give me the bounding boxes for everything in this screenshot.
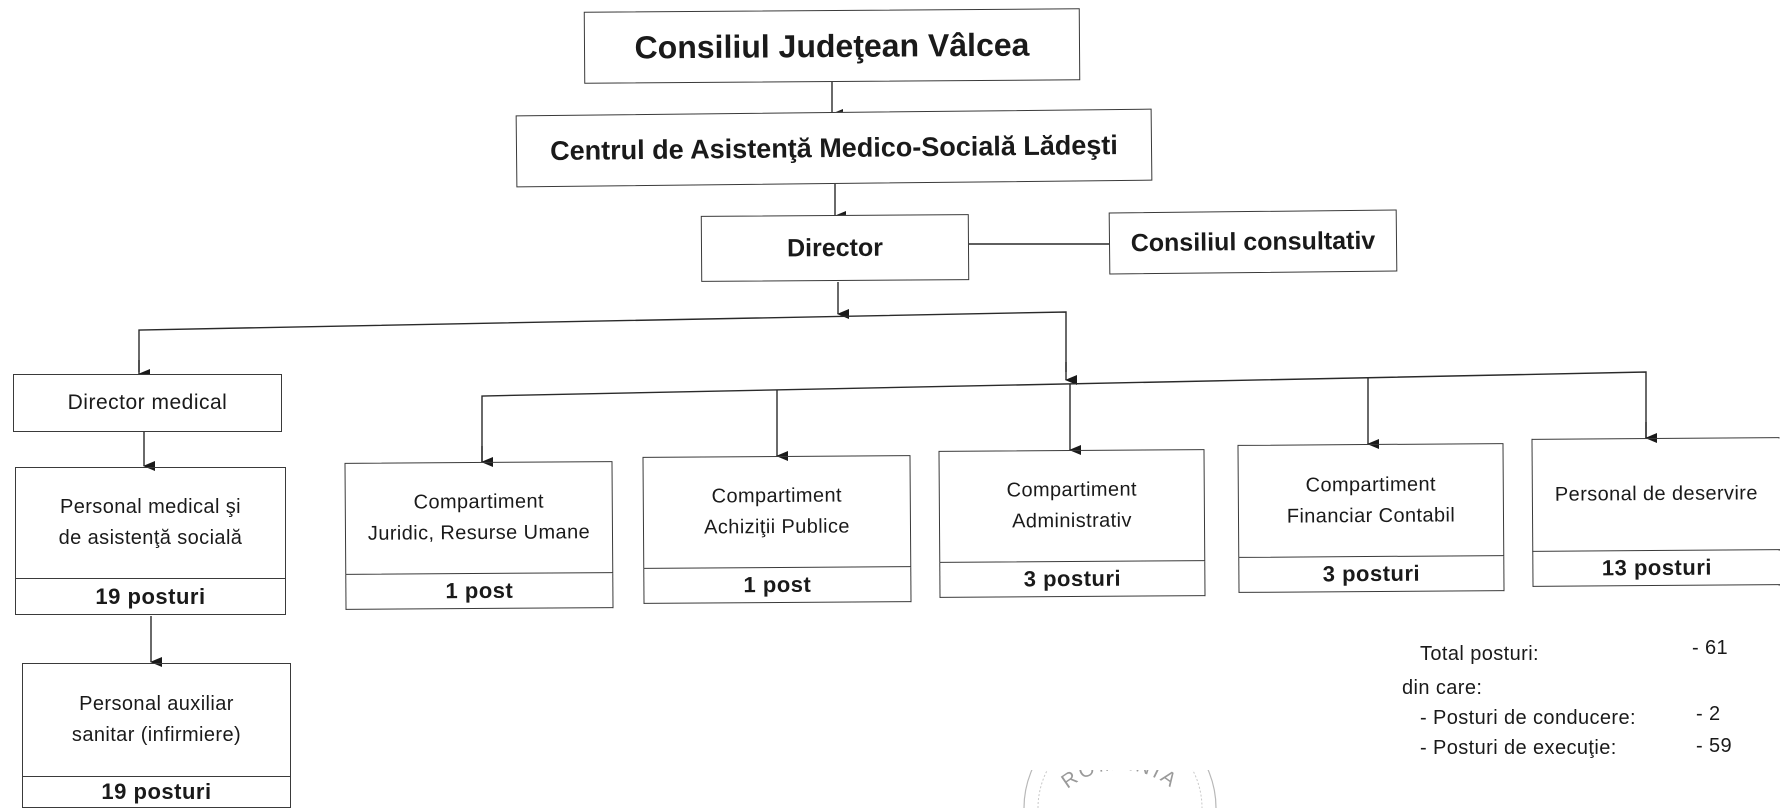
seal-stamp: ROMÂNIA: [1023, 770, 1217, 808]
node-director: Director: [700, 214, 970, 282]
dept-line2: Financiar Contabil: [1286, 503, 1456, 528]
svg-text:ROMÂNIA: ROMÂNIA: [1058, 770, 1183, 793]
dept-line2: Achiziţii Publice: [704, 515, 850, 539]
unit-personal-auxiliar: Personal auxiliar sanitar (infirmiere) 1…: [22, 663, 291, 808]
dept-title: Compartiment Achiziţii Publice: [642, 455, 912, 569]
dept-juridic-resurse-umane: Compartiment Juridic, Resurse Umane 1 po…: [344, 461, 614, 610]
dept-line2: Juridic, Resurse Umane: [367, 521, 591, 545]
summary-din-care: din care:: [1402, 677, 1483, 699]
unit-line1: Personal auxiliar: [79, 693, 234, 715]
node-consiliul-consultativ: Consiliul consultativ: [1108, 209, 1398, 275]
summary-executie-label: - Posturi de execuţie:: [1420, 737, 1617, 759]
dept-line1: Compartiment: [1305, 473, 1437, 496]
dept-line1: Personal de deservire: [1554, 482, 1758, 506]
dept-personal-deservire: Personal de deservire 13 posturi: [1531, 437, 1780, 587]
node-centrul-asistenta: Centrul de Asistenţă Medico-Socială Lăde…: [515, 108, 1153, 188]
branch-bar-top: [138, 311, 1067, 372]
unit-line1: Personal medical şi: [59, 496, 241, 518]
summary-conducere-value: - 2: [1696, 703, 1721, 725]
unit-personal-auxiliar-title: Personal auxiliar sanitar (infirmiere): [22, 663, 291, 777]
summary-executie-value: - 59: [1696, 735, 1733, 757]
dept-line1: Compartiment: [413, 490, 545, 514]
unit-line2: sanitar (infirmiere): [71, 724, 242, 746]
unit-personal-medical-title: Personal medical şi de asistenţă socială: [15, 467, 286, 579]
node-consiliul-judetean: Consiliul Judeţean Vâlcea: [583, 8, 1081, 84]
summary-conducere-label: - Posturi de conducere:: [1420, 707, 1636, 729]
seal-text: ROMÂNIA: [1058, 770, 1180, 793]
dept-line2: Administrativ: [1012, 509, 1132, 533]
dept-posts: 13 posturi: [1532, 550, 1780, 587]
unit-personal-medical: Personal medical şi de asistenţă socială…: [15, 467, 286, 615]
unit-line2: de asistenţă socială: [58, 527, 243, 549]
summary-total-label: Total posturi:: [1420, 643, 1539, 665]
summary-total-value: - 61: [1692, 637, 1729, 659]
unit-posts: 19 posturi: [22, 777, 291, 808]
dept-achizitii-publice: Compartiment Achiziţii Publice 1 post: [642, 455, 912, 604]
dept-administrativ: Compartiment Administrativ 3 posturi: [938, 449, 1206, 598]
dept-title: Compartiment Juridic, Resurse Umane: [344, 461, 614, 575]
node-director-medical: Director medical: [13, 374, 282, 432]
unit-posts: 19 posturi: [15, 579, 286, 615]
dept-title: Compartiment Administrativ: [938, 449, 1206, 563]
dept-posts: 1 post: [345, 573, 614, 610]
dept-posts: 3 posturi: [939, 561, 1206, 598]
dept-line1: Compartiment: [711, 484, 843, 508]
dept-posts: 3 posturi: [1238, 556, 1505, 593]
branch-bar-departments: [481, 371, 1647, 462]
dept-posts: 1 post: [643, 567, 912, 604]
dept-line1: Compartiment: [1006, 478, 1138, 502]
dept-financiar-contabil: Compartiment Financiar Contabil 3 postur…: [1237, 443, 1505, 593]
dept-title: Personal de deservire: [1531, 437, 1780, 552]
dept-title: Compartiment Financiar Contabil: [1237, 443, 1505, 558]
